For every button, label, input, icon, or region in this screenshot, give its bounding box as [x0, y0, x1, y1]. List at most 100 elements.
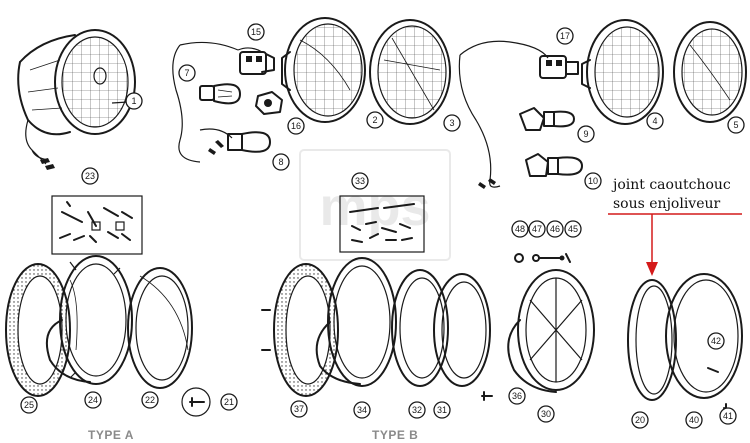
sealed-beam-3 — [369, 19, 451, 125]
svg-text:7: 7 — [184, 68, 189, 78]
callout-8: 8 — [272, 153, 290, 171]
callout-16: 16 — [287, 117, 305, 135]
h4-harness-assembly — [458, 40, 583, 189]
bulb-8 — [199, 128, 271, 155]
watermark: mps — [299, 149, 451, 261]
sealed-beam-5 — [673, 21, 747, 123]
svg-text:20: 20 — [635, 415, 645, 425]
callout-45: 45 — [564, 220, 582, 238]
svg-text:23: 23 — [85, 171, 95, 181]
rubber-seal-20 — [627, 279, 677, 401]
svg-text:48: 48 — [515, 224, 525, 234]
reflector-30 — [507, 269, 595, 393]
seal-ring-25 — [5, 263, 71, 397]
svg-text:45: 45 — [568, 224, 578, 234]
svg-text:17: 17 — [560, 31, 570, 41]
callout-34: 34 — [353, 401, 371, 419]
svg-text:46: 46 — [550, 224, 560, 234]
callout-4: 4 — [646, 112, 664, 130]
callout-32: 32 — [408, 401, 426, 419]
svg-text:15: 15 — [251, 27, 261, 37]
callout-17: 17 — [556, 27, 574, 45]
type-b-label: TYPE B — [372, 428, 419, 442]
headlamp-unit-1 — [17, 29, 136, 170]
adjuster-screw-21 — [181, 387, 211, 417]
inner-rim-32 — [391, 269, 449, 387]
callout-5: 5 — [727, 116, 745, 134]
callout-36: 36 — [508, 387, 526, 405]
svg-text:40: 40 — [689, 415, 699, 425]
svg-text:22: 22 — [145, 395, 155, 405]
annotation-arrow — [608, 213, 742, 276]
svg-text:10: 10 — [588, 176, 598, 186]
annotation-line-1: joint caoutchouc — [613, 177, 731, 193]
seal-ring-37 — [261, 263, 339, 397]
svg-text:37: 37 — [294, 404, 304, 414]
callout-2: 2 — [366, 111, 384, 129]
callout-48: 48 — [511, 220, 529, 238]
svg-text:4: 4 — [652, 116, 657, 126]
svg-text:33: 33 — [355, 176, 365, 186]
bulb-socket-16 — [255, 91, 283, 115]
callout-23: 23 — [81, 167, 99, 185]
svg-text:31: 31 — [437, 405, 447, 415]
callout-3: 3 — [443, 114, 461, 132]
callout-9: 9 — [577, 125, 595, 143]
svg-text:5: 5 — [733, 120, 738, 130]
type-a-label: TYPE A — [88, 428, 134, 442]
svg-text:8: 8 — [278, 157, 283, 167]
adjuster-screw-36 — [481, 391, 493, 401]
svg-text:21: 21 — [224, 397, 234, 407]
callout-10: 10 — [584, 172, 602, 190]
svg-text:mps: mps — [319, 177, 430, 237]
svg-text:3: 3 — [449, 118, 454, 128]
screws-45-48 — [514, 253, 571, 263]
mounting-ring-22 — [127, 267, 193, 389]
svg-text:32: 32 — [412, 405, 422, 415]
bulb-7 — [199, 83, 241, 105]
callout-15: 15 — [247, 23, 265, 41]
callout-24: 24 — [84, 391, 102, 409]
svg-text:2: 2 — [372, 115, 377, 125]
hardware-kit-33 — [339, 195, 425, 253]
svg-text:36: 36 — [512, 391, 522, 401]
callout-33: 33 — [351, 172, 369, 190]
svg-text:16: 16 — [291, 121, 301, 131]
annotation-text: joint caoutchouc sous enjoliveur — [613, 176, 731, 214]
callout-25: 25 — [20, 396, 38, 414]
svg-text:30: 30 — [541, 409, 551, 419]
callout-20: 20 — [631, 411, 649, 429]
bulb-10 — [525, 153, 583, 177]
callout-46: 46 — [546, 220, 564, 238]
hardware-kit-23 — [51, 195, 143, 255]
callout-7: 7 — [178, 64, 196, 82]
callout-1: 1 — [125, 92, 143, 110]
outer-rim-31 — [433, 273, 491, 387]
callout-37: 37 — [290, 400, 308, 418]
bulb-holder-assembly — [172, 41, 283, 163]
headlamp-shell-34 — [315, 257, 397, 387]
callout-40: 40 — [685, 411, 703, 429]
svg-text:42: 42 — [711, 336, 721, 346]
svg-text:41: 41 — [723, 411, 733, 421]
bulb-9 — [519, 107, 575, 131]
callout-30: 30 — [537, 405, 555, 423]
callout-22: 22 — [141, 391, 159, 409]
svg-text:47: 47 — [532, 224, 542, 234]
sealed-beam-4 — [581, 19, 664, 125]
svg-text:34: 34 — [357, 405, 367, 415]
headlamp-shell-24 — [46, 255, 133, 385]
sealed-beam-2 — [281, 17, 366, 123]
callout-41: 41 — [719, 407, 737, 425]
svg-text:24: 24 — [88, 395, 98, 405]
annotation-line-2: sous enjoliveur — [613, 196, 721, 212]
svg-text:25: 25 — [24, 400, 34, 410]
svg-text:1: 1 — [131, 96, 136, 106]
svg-text:9: 9 — [583, 129, 588, 139]
callout-21: 21 — [220, 393, 238, 411]
callout-47: 47 — [528, 220, 546, 238]
callout-42: 42 — [707, 332, 725, 350]
callout-31: 31 — [433, 401, 451, 419]
